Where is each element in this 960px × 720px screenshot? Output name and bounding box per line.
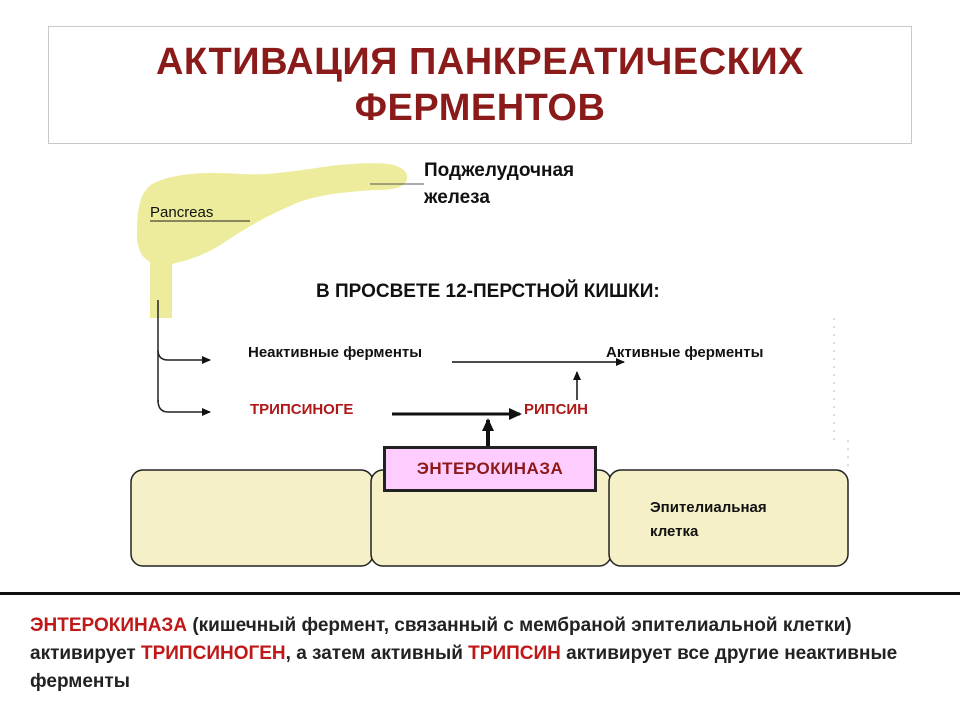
pancreas-shape [136, 163, 408, 318]
inactive-enzymes-label: Неактивные ферменты [248, 344, 423, 361]
page-title-line-2: ФЕРМЕНТОВ [354, 87, 606, 129]
footer-enterokinase: ЭНТЕРОКИНАЗА [30, 615, 188, 636]
footer-text-1: (кишечный фермент, связанный с мембраной… [30, 615, 852, 664]
trypsin-label: РИПСИН [524, 401, 589, 418]
footer-text-2: , а затем активный [285, 643, 469, 664]
enterokinase-label: ЭНТЕРОКИНАЗА [416, 459, 564, 478]
epithelial-label-line-1: Эпителиальная [650, 499, 767, 516]
pancreas-label-ru-line-1: Поджелудочная [424, 160, 575, 181]
footer-explanation: ЭНТЕРОКИНАЗА (кишечный фермент, связанны… [30, 612, 950, 696]
epithelial-cell-left [130, 469, 374, 567]
duct-branch-upper [157, 349, 211, 364]
footer-trypsinogen: ТРИПСИНОГЕН [141, 643, 286, 664]
footer-text-3: активирует все другие неактивные фермент… [30, 643, 898, 692]
epithelial-cell-right [608, 469, 849, 567]
pancreas-label-ru-line-2: железа [424, 187, 490, 208]
duct-branch-lower [157, 399, 211, 416]
enterokinase-box: ЭНТЕРОКИНАЗА [383, 446, 597, 492]
title-box: АКТИВАЦИЯ ПАНКРЕАТИЧЕСКИХ ФЕРМЕНТОВ [48, 26, 912, 144]
epithelial-label-line-2: клетка [650, 523, 699, 540]
lumen-label: В ПРОСВЕТЕ 12-ПЕРСТНОЙ КИШКИ: [316, 281, 660, 302]
trypsinogen-label: ТРИПСИНОГЕ [250, 401, 354, 418]
page-title-line-1: АКТИВАЦИЯ ПАНКРЕАТИЧЕСКИХ [155, 41, 805, 83]
diagram-graphics: Pancreas [130, 163, 849, 567]
pancreas-label-ru: Поджелудочная железа [424, 157, 574, 211]
epithelial-cell-label: Эпителиальная клетка [650, 496, 767, 544]
pancreas-label-en: Pancreas [150, 204, 213, 221]
active-enzymes-label: Активные ферменты [606, 344, 764, 361]
bottom-divider [0, 592, 960, 595]
footer-trypsin: ТРИПСИН [468, 643, 561, 664]
